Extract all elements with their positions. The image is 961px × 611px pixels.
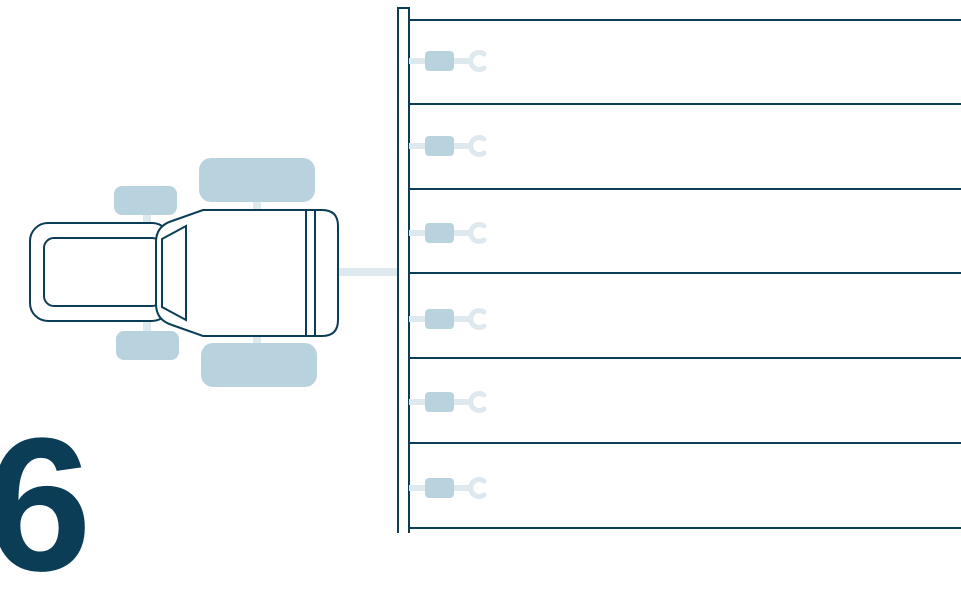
row-unit-closing-wheel xyxy=(468,391,487,413)
rear-axle-stub-bottom xyxy=(253,332,261,348)
row-unit-hopper xyxy=(425,392,454,412)
row-unit-closing-wheel xyxy=(468,308,487,330)
row-unit-icon xyxy=(409,308,487,330)
row-unit-hopper xyxy=(425,478,454,498)
row-unit-closing-wheel xyxy=(468,222,487,244)
row-unit-icon xyxy=(409,477,487,499)
row-unit-closing-wheel xyxy=(468,477,487,499)
row-unit-hopper xyxy=(425,136,454,156)
row-unit-hopper xyxy=(425,309,454,329)
row-unit-closing-wheel xyxy=(468,50,487,72)
rear-left-wheel xyxy=(199,158,315,202)
row-unit-icon xyxy=(409,50,487,72)
front-axle-stub-bottom xyxy=(143,316,151,334)
big-numeral: 6 xyxy=(0,399,92,611)
tractor-hood-inner xyxy=(43,237,163,307)
cab-windshield xyxy=(161,224,187,322)
row-unit-closing-wheel xyxy=(468,135,487,157)
row-unit-hopper xyxy=(425,223,454,243)
row-unit-hopper xyxy=(425,51,454,71)
front-axle-stub-top xyxy=(143,210,151,228)
tractor-implement-diagram xyxy=(29,7,961,533)
tractor-top-view-icon xyxy=(29,158,339,387)
row-unit-icon xyxy=(409,391,487,413)
front-left-wheel xyxy=(114,186,177,215)
tractor-cab xyxy=(155,209,339,337)
row-planter-icon xyxy=(397,7,961,533)
toolbar-frame xyxy=(397,7,410,533)
rear-right-wheel xyxy=(201,343,317,387)
hitch-drawbar xyxy=(336,268,400,276)
front-right-wheel xyxy=(116,331,179,360)
row-unit-icon xyxy=(409,135,487,157)
row-unit-icon xyxy=(409,222,487,244)
rear-axle-stub-top xyxy=(253,198,261,214)
